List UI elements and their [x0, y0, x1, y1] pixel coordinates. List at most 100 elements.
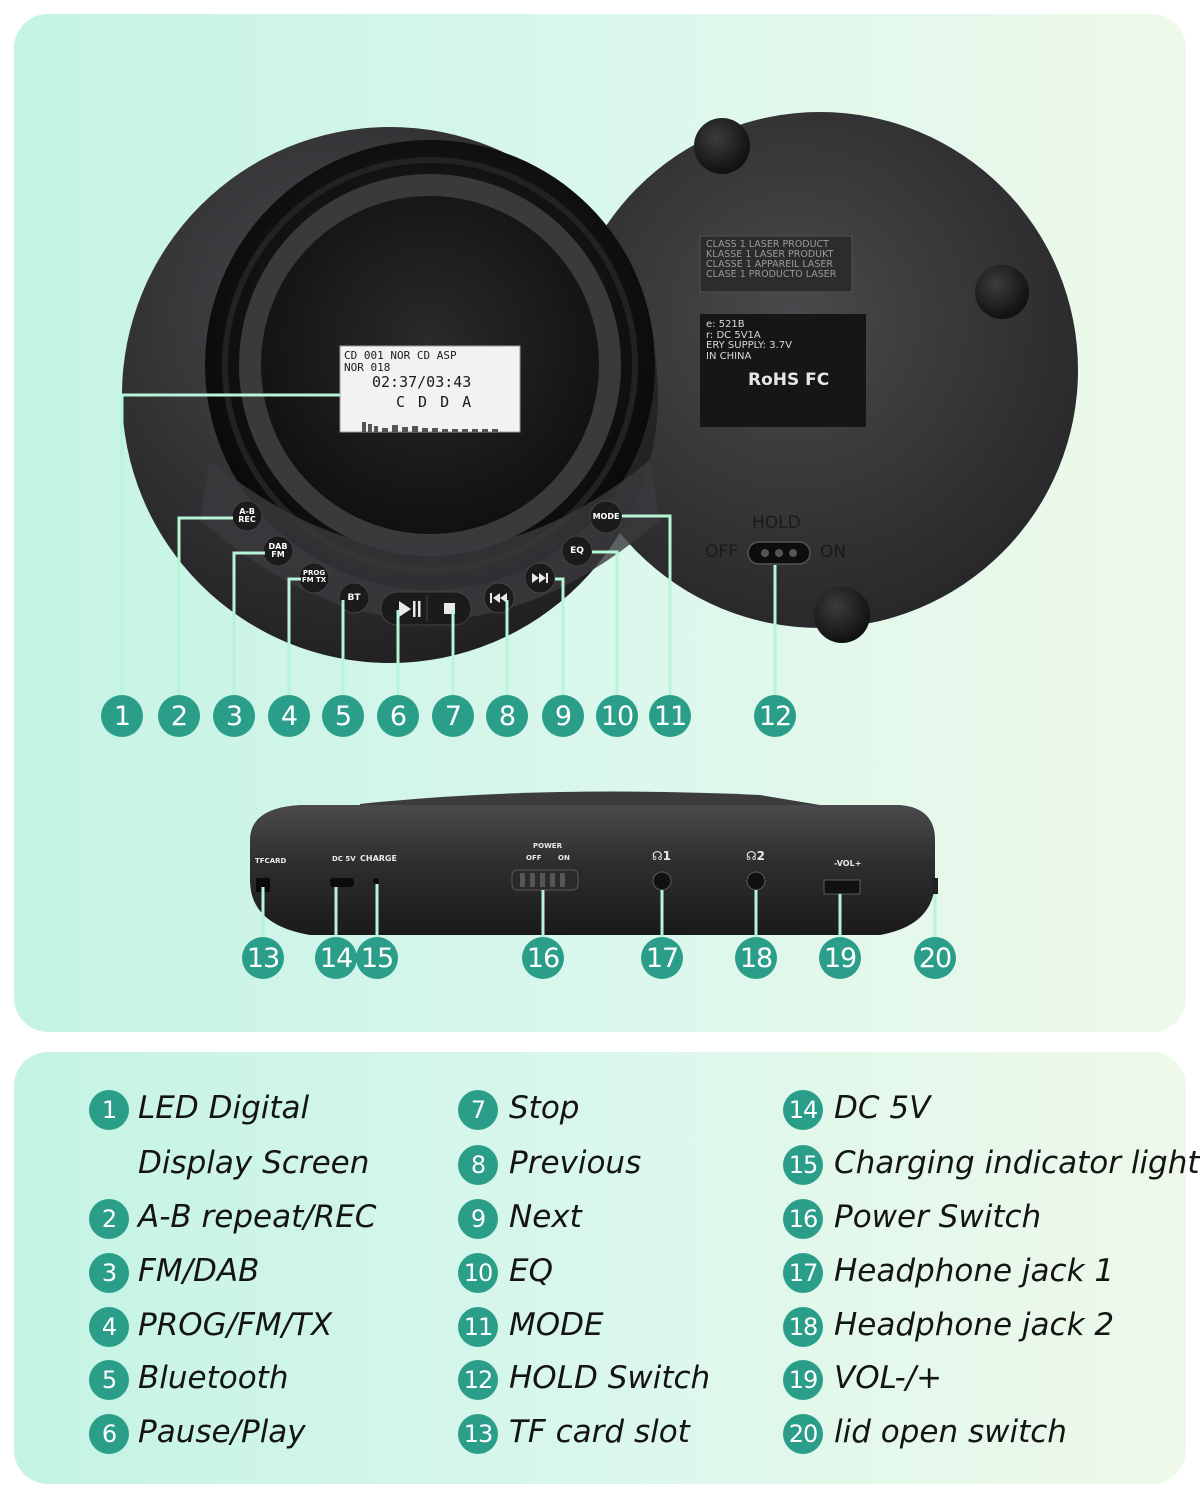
- callout-20: 20: [914, 937, 956, 979]
- legend-number: 13: [458, 1414, 498, 1454]
- headphone-jack-1[interactable]: [652, 871, 672, 891]
- callout-15: 15: [356, 937, 398, 979]
- play-stop-rocker: [380, 591, 472, 626]
- legend-label: Bluetooth: [138, 1360, 289, 1396]
- legend-number: 19: [783, 1360, 823, 1400]
- stop-icon[interactable]: [444, 603, 455, 614]
- legend-label: Previous: [509, 1145, 642, 1181]
- lcd-format: C D D A: [396, 393, 474, 411]
- legend-number: 16: [783, 1199, 823, 1239]
- dab-fm-label: DAB FM: [268, 542, 288, 559]
- legend-label: Headphone jack 2: [834, 1307, 1115, 1343]
- charge-label: CHARGE: [360, 854, 397, 863]
- callout-6: 6: [377, 695, 419, 737]
- callout-13: 13: [242, 937, 284, 979]
- legend-number: 3: [89, 1253, 129, 1293]
- legend-label: LED Digital: [138, 1090, 310, 1126]
- rating-label-plate: [700, 314, 866, 427]
- legend-number: 1: [89, 1090, 129, 1130]
- lcd-status-row: CD 001 NOR CD ASP: [344, 349, 457, 362]
- player-side-view: [250, 791, 938, 935]
- callout-9: 9: [542, 695, 584, 737]
- legend-label: HOLD Switch: [509, 1360, 711, 1396]
- eq-label: EQ: [570, 546, 584, 556]
- legend-number: 5: [89, 1360, 129, 1400]
- callout-18: 18: [735, 937, 777, 979]
- lcd-time: 02:37/03:43: [372, 373, 472, 391]
- legend-label: FM/DAB: [138, 1253, 260, 1289]
- lcd-track-row: NOR 018: [344, 361, 391, 374]
- power-label: POWER: [533, 842, 562, 850]
- device-illustration: [120, 112, 1078, 937]
- player-back: [562, 112, 1078, 643]
- legend-number: 17: [783, 1253, 823, 1293]
- callout-8: 8: [486, 695, 528, 737]
- legend-number: 11: [458, 1307, 498, 1347]
- legend-label: DC 5V: [834, 1090, 931, 1126]
- legend-label: Display Screen: [138, 1145, 370, 1181]
- ab-rec-button[interactable]: [231, 500, 263, 532]
- legend-number: 7: [458, 1090, 498, 1130]
- next-icon: [532, 573, 548, 583]
- rubber-foot: [814, 587, 870, 643]
- play-pause-icon: [399, 601, 411, 617]
- headphone-2-label: ☊2: [746, 849, 766, 863]
- power-on-label: ON: [558, 854, 570, 862]
- play-pause-button[interactable]: [399, 601, 421, 617]
- legend-label: Pause/Play: [138, 1414, 306, 1450]
- prog-fm-tx-label: PROG FM TX: [301, 569, 327, 584]
- tfcard-label: TFCARD: [255, 857, 287, 865]
- tf-card-slot[interactable]: [256, 878, 270, 892]
- lcd-screen: [339, 345, 521, 433]
- rubber-foot: [975, 265, 1029, 319]
- legend-number: 4: [89, 1307, 129, 1347]
- certification-marks: RoHS FC: [748, 370, 830, 390]
- laser-label-plate: [699, 235, 853, 293]
- legend-label: PROG/FM/TX: [138, 1307, 333, 1343]
- callout-4: 4: [268, 695, 310, 737]
- callout-16: 16: [522, 937, 564, 979]
- legend-number: 18: [783, 1307, 823, 1347]
- laser-class-text: CLASS 1 LASER PRODUCT KLASSE 1 LASER PRO…: [706, 239, 837, 280]
- power-off-label: OFF: [526, 854, 542, 862]
- legend-panel: [14, 1052, 1186, 1484]
- legend-number: 2: [89, 1199, 129, 1239]
- callout-leaders: [120, 393, 937, 937]
- hold-on-label: ON: [820, 542, 847, 562]
- ab-rec-label: A-B REC: [238, 507, 256, 524]
- legend-number: 15: [783, 1145, 823, 1185]
- mode-label: MODE: [592, 512, 620, 521]
- callout-17: 17: [641, 937, 683, 979]
- legend-number: 12: [458, 1360, 498, 1400]
- volume-rocker[interactable]: [823, 879, 861, 895]
- legend-label: Next: [509, 1199, 582, 1235]
- callout-10: 10: [596, 695, 638, 737]
- legend-number: 20: [783, 1414, 823, 1454]
- dab-fm-button[interactable]: [262, 535, 294, 567]
- callout-12: 12: [754, 695, 796, 737]
- rating-text: e: 521B r: DC 5V1A ERY SUPPLY: 3.7V IN C…: [706, 319, 792, 362]
- legend-label: MODE: [509, 1307, 604, 1343]
- callout-1: 1: [101, 695, 143, 737]
- legend-number: 14: [783, 1090, 823, 1130]
- legend-label: Headphone jack 1: [834, 1253, 1115, 1289]
- callout-19: 19: [819, 937, 861, 979]
- bt-button[interactable]: [338, 582, 370, 614]
- dc-5v-port[interactable]: [330, 878, 354, 887]
- headphone-1-label: ☊1: [652, 849, 672, 863]
- hold-label: HOLD: [752, 513, 801, 533]
- rubber-foot: [694, 118, 750, 174]
- lid-open-switch[interactable]: [932, 878, 938, 894]
- dc-label: DC 5V: [332, 855, 356, 863]
- hold-off-label: OFF: [705, 542, 738, 562]
- previous-icon: [490, 593, 507, 603]
- callout-11: 11: [649, 695, 691, 737]
- headphone-jack-2[interactable]: [746, 871, 766, 891]
- headphones-icon: ☊: [652, 849, 663, 863]
- legend-number: 6: [89, 1414, 129, 1454]
- legend-label: A-B repeat/REC: [138, 1199, 377, 1235]
- legend-label: Stop: [509, 1090, 580, 1126]
- headphones-icon: ☊: [746, 849, 757, 863]
- legend-label: TF card slot: [509, 1414, 690, 1450]
- vol-label: -VOL+: [834, 859, 862, 868]
